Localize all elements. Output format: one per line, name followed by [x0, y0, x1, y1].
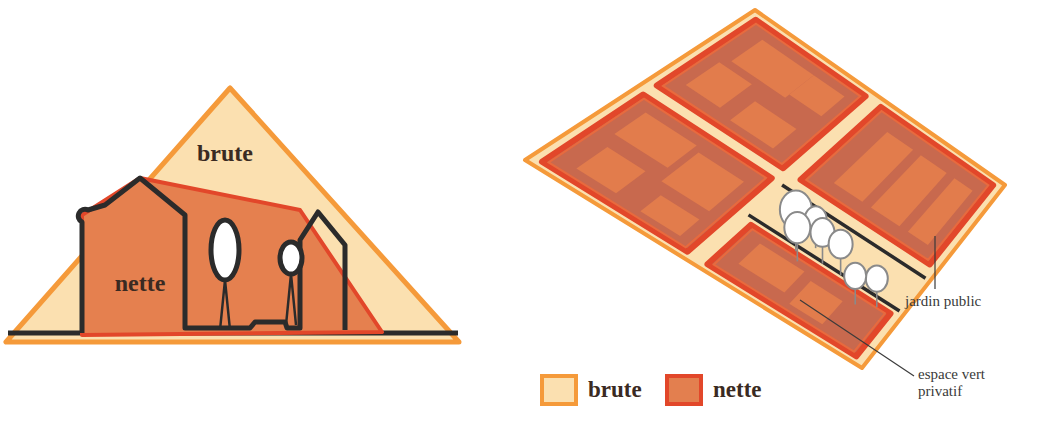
callout-label: jardin public — [905, 293, 981, 310]
public-garden — [756, 190, 921, 308]
building-footprint — [908, 178, 973, 245]
legend-text: nette — [713, 377, 762, 403]
tree-crown — [211, 220, 239, 280]
legend-entry: brute — [540, 374, 642, 406]
building-footprint — [738, 243, 804, 292]
area-label: brute — [197, 140, 253, 166]
garden-edge — [749, 215, 900, 311]
parcel-inner-border — [549, 99, 766, 248]
building-section — [78, 178, 345, 333]
callout-label: espace vert privatif — [918, 366, 1006, 401]
building-footprint — [686, 62, 752, 107]
area-label: nette — [115, 270, 166, 296]
legend-swatch — [665, 374, 703, 406]
tree-crown — [280, 242, 302, 274]
building-footprint — [730, 101, 796, 148]
building-footprint — [789, 75, 844, 116]
legend-entry: nette — [665, 374, 762, 406]
tree-trunk — [220, 280, 230, 330]
gross-area-triangle — [6, 88, 459, 342]
parcel-area — [542, 95, 772, 252]
net-area-shape: nette — [75, 170, 395, 340]
tree-trunk — [286, 274, 296, 325]
street-ground — [525, 10, 1005, 368]
building-footprint — [661, 153, 744, 212]
parcel-area — [801, 107, 994, 264]
parcel-inner-border — [806, 111, 988, 260]
shape-outline — [75, 170, 395, 340]
tree-crown — [784, 212, 810, 243]
tree-crown — [866, 265, 888, 291]
building-footprint — [640, 195, 699, 236]
gross-area-shape: brute nette — [0, 85, 465, 347]
building-footprint — [576, 147, 645, 193]
tree-crown — [829, 230, 853, 259]
parcel — [542, 95, 772, 252]
leader-line — [800, 300, 914, 376]
leader-line — [934, 236, 935, 289]
legend-swatch — [540, 374, 578, 406]
building-footprint — [789, 281, 842, 324]
parcel — [801, 107, 994, 264]
legend-text: brute — [588, 377, 642, 403]
tree-crown — [844, 263, 866, 289]
net-area — [82, 178, 382, 335]
